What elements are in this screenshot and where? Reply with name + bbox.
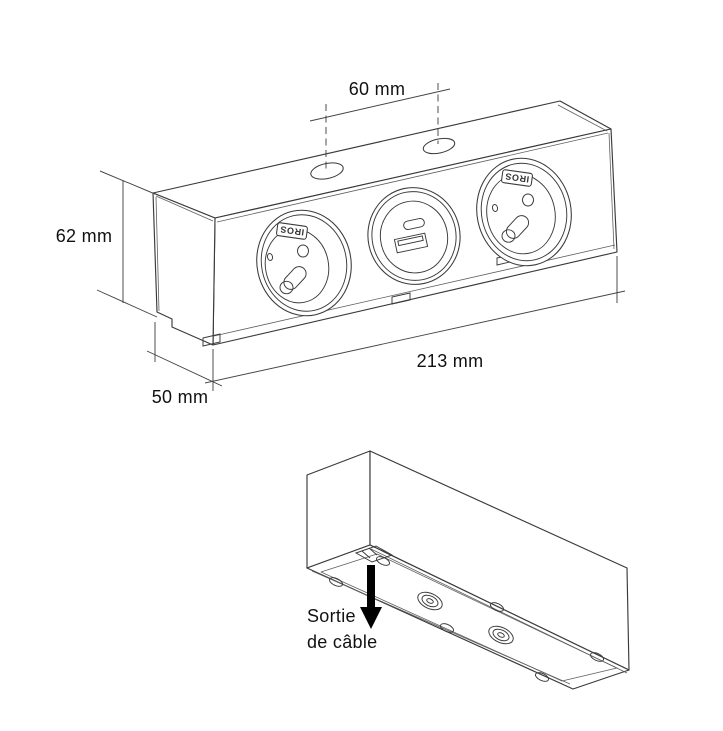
dimension-line — [146, 350, 223, 387]
socket-bezel-outer — [476, 157, 572, 267]
cable-exit-label: Sortie de câble — [307, 606, 377, 652]
foot-pad — [202, 333, 221, 347]
pin-hole — [266, 253, 274, 261]
dim-label-62mm: 62 mm — [56, 226, 113, 246]
dimension-line — [309, 88, 451, 122]
dimension-line — [204, 290, 626, 384]
cable-exit-label-line2: de câble — [307, 632, 377, 652]
bottom-face-details — [311, 545, 628, 685]
mounting-hole — [310, 162, 344, 180]
foot-pad — [391, 292, 411, 305]
screw-hole — [329, 577, 343, 587]
dim-label-213mm: 213 mm — [417, 351, 484, 371]
usb-c-port — [403, 218, 425, 230]
screw-hole — [535, 672, 549, 682]
brand-label: IROS — [501, 169, 533, 187]
earth-pin — [279, 266, 307, 295]
socket-bezel-inner — [260, 214, 348, 312]
usb-a-port — [393, 232, 429, 254]
usb-bezel-inner — [371, 191, 457, 281]
dim-60mm: 60 mm — [309, 79, 451, 169]
pin-hole — [491, 204, 499, 212]
main-view: IROS — [56, 79, 626, 407]
mounting-hole — [422, 137, 456, 155]
brand-text: IROS — [279, 224, 305, 237]
left-end-face — [152, 192, 216, 346]
screw-holes — [329, 556, 604, 682]
earth-pin — [501, 215, 530, 243]
bottom-face — [306, 544, 630, 690]
bottom-view: Sortie de câble — [306, 450, 630, 690]
dim-label-60mm: 60 mm — [349, 79, 406, 99]
screw-hole — [590, 652, 604, 662]
top-mounting-holes — [310, 137, 456, 180]
pin-hole — [297, 244, 309, 258]
brand-label: IROS — [276, 222, 308, 240]
socket-right: IROS — [476, 157, 572, 267]
usb-recess — [379, 200, 449, 274]
extension-line — [96, 289, 158, 318]
screw-hole — [490, 602, 504, 612]
screw-hole — [440, 623, 454, 633]
dim-50mm: 50 mm — [146, 322, 223, 407]
cable-exit-arrow — [360, 565, 382, 629]
grommet — [488, 625, 514, 645]
dim-label-50mm: 50 mm — [152, 387, 209, 407]
dim-213mm: 213 mm — [204, 256, 626, 391]
cable-exit-label-line1: Sortie — [307, 606, 356, 626]
dim-62mm: 62 mm — [56, 170, 158, 318]
brand-text: IROS — [504, 171, 530, 184]
cable-outlet — [354, 545, 394, 563]
socket-bezel-inner — [480, 162, 568, 262]
grommet — [417, 591, 443, 611]
usb-module — [367, 187, 461, 285]
socket-left: IROS — [256, 209, 352, 317]
screw-hole — [376, 556, 390, 566]
inner-plate — [320, 553, 618, 682]
pin-hole — [522, 193, 534, 207]
extension-line — [99, 170, 156, 195]
